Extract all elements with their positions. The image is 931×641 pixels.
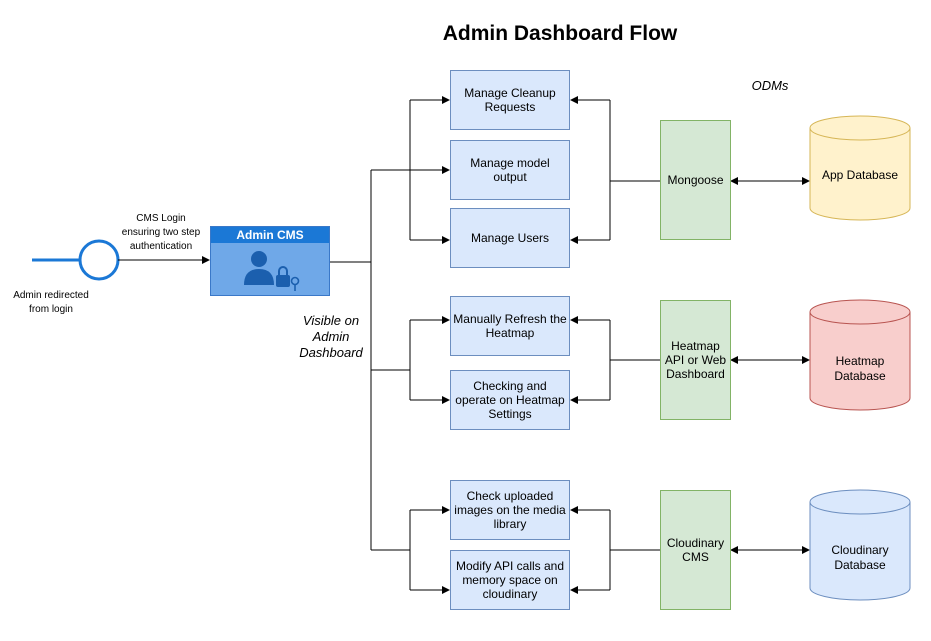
start-event-label: Admin redirected from login (13, 290, 89, 315)
cloudinary-cms-box[interactable]: Cloudinary CMS (660, 490, 731, 610)
app-database-label: App Database (821, 168, 899, 182)
heatmap-api-box[interactable]: Heatmap API or Web Dashboard (660, 300, 731, 420)
modify-api-box[interactable]: Modify API calls and memory space on clo… (450, 550, 570, 610)
login-edge-label: CMS Login ensuring two step authenticati… (121, 213, 201, 252)
heatmap-database-cylinder (809, 299, 911, 411)
refresh-heatmap-box[interactable]: Manually Refresh the Heatmap (450, 296, 570, 356)
admin-cms-title: Admin CMS (211, 227, 329, 243)
cloudinary-database-cylinder (809, 489, 911, 601)
start-event-circle (78, 239, 120, 281)
app-database-cylinder (809, 115, 911, 221)
manage-users-box[interactable]: Manage Users (450, 208, 570, 268)
heatmap-database-label: Heatmap Database (834, 354, 886, 383)
cloudinary-database-label: Cloudinary Database (831, 543, 889, 572)
mongoose-box[interactable]: Mongoose (660, 120, 731, 240)
manage-cleanup-box[interactable]: Manage Cleanup Requests (450, 70, 570, 130)
diagram-title: Admin Dashboard Flow (442, 22, 678, 45)
heatmap-settings-box[interactable]: Checking and operate on Heatmap Settings (450, 370, 570, 430)
odms-label: ODMs (751, 78, 789, 93)
admin-cms-card[interactable]: Admin CMS (210, 226, 330, 296)
manage-model-output-box[interactable]: Manage model output (450, 140, 570, 200)
visible-on-dashboard-label: Visible on Admin Dashboard (299, 313, 363, 360)
check-images-box[interactable]: Check uploaded images on the media libra… (450, 480, 570, 540)
user-lock-icon (244, 251, 300, 291)
